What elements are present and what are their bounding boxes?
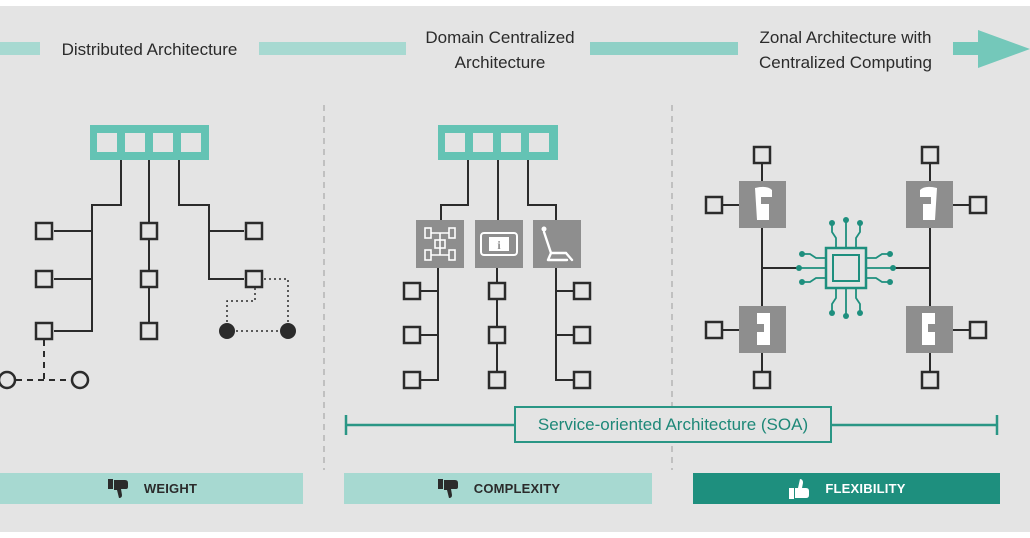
ecu-node bbox=[139, 269, 159, 289]
ecu-node bbox=[34, 221, 54, 241]
chassis-icon bbox=[416, 220, 464, 268]
ecu-node bbox=[139, 321, 159, 341]
door-front-right-icon bbox=[906, 181, 953, 228]
ecu-node bbox=[402, 325, 422, 345]
ecu-node bbox=[572, 281, 592, 301]
ecu-node bbox=[487, 325, 507, 345]
stage-label-line: Zonal Architecture with bbox=[759, 28, 932, 47]
door-rear-left-icon bbox=[739, 306, 786, 353]
ecu-node bbox=[487, 281, 507, 301]
arrow-segment bbox=[0, 42, 40, 55]
stage-label-line: Architecture bbox=[454, 53, 546, 72]
sensor-node bbox=[0, 370, 17, 390]
ecu-node bbox=[402, 370, 422, 390]
ecu-node bbox=[704, 195, 724, 215]
thumbs-up-icon bbox=[789, 478, 810, 499]
ecu-node bbox=[752, 370, 772, 390]
ecu-node bbox=[244, 269, 264, 289]
ecu-node bbox=[920, 370, 940, 390]
stage-label-distributed: Distributed Architecture bbox=[61, 40, 238, 59]
infotainment-icon: i bbox=[475, 220, 523, 268]
door-rear-right-icon bbox=[906, 306, 953, 353]
soa-label-box: Service-oriented Architecture (SOA) bbox=[514, 406, 832, 443]
svg-text:i: i bbox=[497, 238, 501, 252]
ecu-node bbox=[402, 281, 422, 301]
stage-label-zonal: Zonal Architecture with Centralized Comp… bbox=[738, 25, 953, 75]
weight-bar: WEIGHT bbox=[0, 473, 303, 504]
soa-label: Service-oriented Architecture (SOA) bbox=[537, 414, 809, 434]
weight-label: WEIGHT bbox=[143, 481, 198, 496]
thumbs-down-icon bbox=[437, 478, 458, 498]
zonal-network bbox=[704, 145, 988, 390]
arrow-segment bbox=[953, 42, 981, 55]
stage-label-line: Domain Centralized bbox=[425, 28, 575, 47]
ecu-node bbox=[244, 221, 264, 241]
complexity-bar: COMPLEXITY bbox=[344, 473, 652, 504]
ecu-node bbox=[968, 195, 988, 215]
ecu-node bbox=[34, 269, 54, 289]
door-front-left-icon bbox=[739, 181, 786, 228]
arrow-head-icon bbox=[978, 30, 1030, 68]
ecu-node bbox=[139, 221, 159, 241]
arrow-segment bbox=[259, 42, 406, 55]
ecu-node bbox=[572, 370, 592, 390]
ecu-node bbox=[920, 145, 940, 165]
sensor-node bbox=[70, 370, 90, 390]
arrow-segment bbox=[590, 42, 738, 55]
sensor-node bbox=[280, 323, 296, 339]
processor-chip-icon bbox=[796, 217, 896, 319]
stage-label-line: Centralized Computing bbox=[759, 53, 932, 72]
complexity-label: COMPLEXITY bbox=[473, 481, 561, 496]
seat-icon bbox=[533, 220, 581, 268]
flexibility-label: FLEXIBILITY bbox=[825, 481, 906, 496]
distributed-network bbox=[0, 125, 296, 390]
stage-label-domain-centralized: Domain Centralized Architecture bbox=[406, 25, 594, 75]
ecu-node bbox=[704, 320, 724, 340]
sensor-node bbox=[219, 323, 235, 339]
ecu-node bbox=[34, 321, 54, 341]
ecu-node bbox=[752, 145, 772, 165]
thumbs-down-icon bbox=[107, 478, 128, 498]
flexibility-bar: FLEXIBILITY bbox=[693, 473, 1000, 504]
progression-arrow bbox=[0, 30, 1030, 68]
domain-network: i bbox=[402, 125, 592, 390]
ecu-node bbox=[487, 370, 507, 390]
ecu-node bbox=[968, 320, 988, 340]
ecu-node bbox=[572, 325, 592, 345]
